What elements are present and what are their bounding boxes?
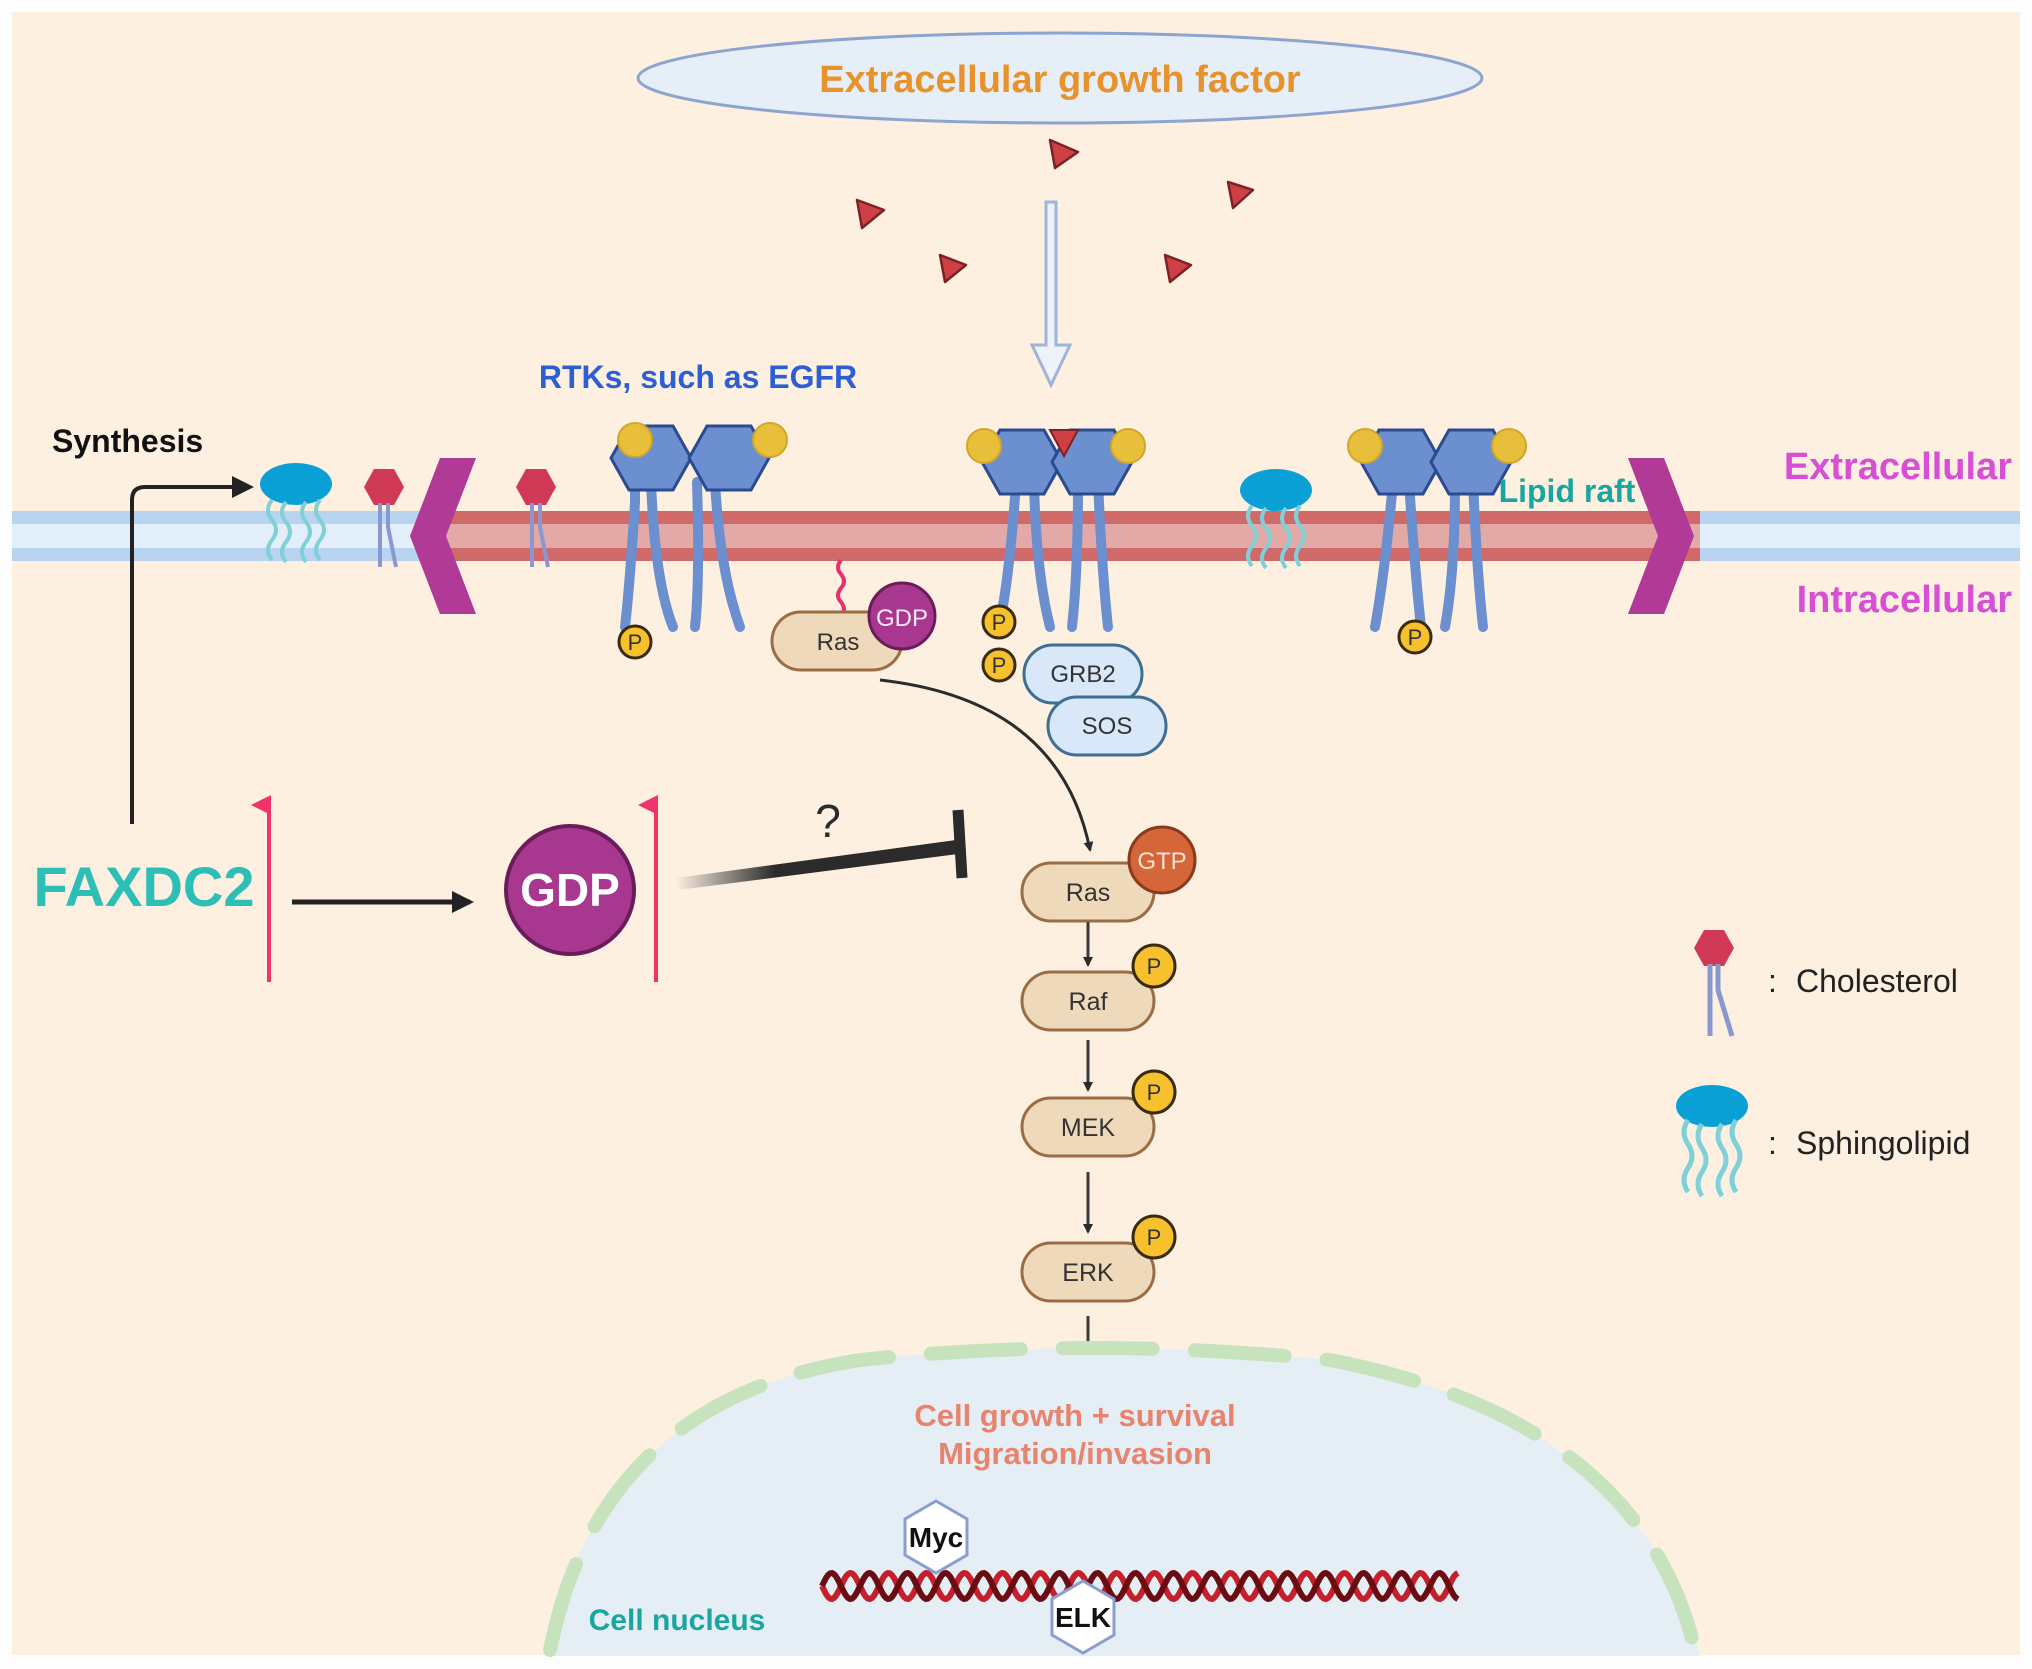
- ras-inactive-label: Ras: [817, 629, 860, 656]
- cascade-node-raf: Raf P: [1020, 943, 1177, 1032]
- dna-helix: [819, 1569, 1460, 1603]
- legend-label-cholesterol: Cholesterol: [1796, 963, 1958, 999]
- extracellular-label: Extracellular: [1784, 446, 2012, 488]
- grb2-sos-complex: GRB2 SOS: [1022, 643, 1168, 757]
- elk-label: ELK: [1055, 1602, 1111, 1633]
- gtp-badge: [1127, 825, 1197, 895]
- growth-factor-ligand: [1163, 253, 1193, 284]
- kinase-label: ERK: [1062, 1259, 1114, 1287]
- cholesterol: [516, 469, 556, 568]
- sphingolipid: [260, 463, 332, 564]
- phospho-label: P: [992, 653, 1007, 678]
- legend-label-sphingolipid: Sphingolipid: [1796, 1125, 1970, 1161]
- rtk-dimer-2: P P: [966, 428, 1146, 683]
- cholesterol-icon: [1694, 930, 1735, 1037]
- growth-factor-ligand: [855, 198, 886, 230]
- cascade-node-ras: Ras GTP: [1020, 825, 1197, 923]
- kinase-box: [1020, 1241, 1156, 1303]
- legend-separator: :: [1768, 963, 1777, 999]
- badge-label: P: [1147, 1225, 1162, 1250]
- cell-nucleus: Cell growth + survival Migration/invasio…: [543, 1341, 1702, 1657]
- gdp-circle-label: GDP: [520, 864, 620, 916]
- rtk-dimer-3: P: [1347, 428, 1527, 655]
- rtk-dimer-1: P: [609, 422, 788, 660]
- legend-item-sphingolipid: : Sphingolipid: [1676, 1085, 1970, 1198]
- phospho-badge: [1131, 1214, 1177, 1260]
- grb2-label: GRB2: [1050, 661, 1115, 688]
- tf-myc: Myc: [903, 1499, 969, 1575]
- intracellular-label: Intracellular: [1797, 579, 2013, 621]
- myc-label: Myc: [909, 1522, 963, 1553]
- growth-factor-ligands: [855, 138, 1255, 284]
- kinase-box: [1020, 1096, 1156, 1158]
- title-text: Extracellular growth factor: [819, 59, 1301, 101]
- growth-factor-ligand: [1048, 138, 1080, 170]
- outcome-line-2: Migration/invasion: [938, 1436, 1212, 1471]
- sos-label: SOS: [1082, 713, 1133, 740]
- nuclear-envelope: [543, 1341, 1702, 1657]
- cell-nucleus-label: Cell nucleus: [589, 1604, 766, 1637]
- lipid-raft-label: Lipid raft: [1499, 473, 1636, 509]
- gdp-badge: [867, 581, 937, 651]
- badge-label: P: [1147, 1080, 1162, 1105]
- synthesis-arrow: [130, 476, 254, 824]
- cascade-node-mek: MEK P: [1020, 1069, 1177, 1158]
- phospho-label: P: [992, 610, 1007, 635]
- inhibition-arrow: ?: [676, 795, 968, 890]
- kinase-label: Raf: [1069, 988, 1108, 1016]
- kinase-label: MEK: [1061, 1114, 1116, 1142]
- growth-factor-ligand: [1226, 180, 1255, 210]
- faxdc2-label: FAXDC2: [34, 855, 255, 918]
- badge-label: GTP: [1137, 848, 1186, 875]
- raft-boundary-left: [410, 458, 476, 614]
- growth-factor-ligand: [938, 253, 968, 284]
- legend: : Cholesterol : Sphingolipid: [1676, 930, 1970, 1198]
- raft-boundary-right: [1628, 458, 1694, 614]
- activation-arrow: [879, 678, 1094, 852]
- title-ellipse: [636, 31, 1484, 125]
- phospho-label: P: [1408, 625, 1423, 650]
- gdp-badge-label: GDP: [876, 605, 928, 632]
- legend-separator: :: [1768, 1125, 1777, 1161]
- legend-item-cholesterol: : Cholesterol: [1694, 930, 1958, 1037]
- gdp-circle: [504, 824, 636, 956]
- kinase-box: [1020, 970, 1156, 1032]
- sphingolipid-icon: [1676, 1085, 1748, 1198]
- question-mark: ?: [815, 795, 841, 847]
- cholesterol: [364, 469, 404, 568]
- phospho-badge: [1131, 1069, 1177, 1115]
- ras-inactive: Ras GDP: [770, 558, 937, 672]
- rtk-label: RTKs, such as EGFR: [539, 359, 857, 395]
- sphingolipid: [1240, 469, 1312, 570]
- lipid-anchor: [836, 558, 846, 618]
- synthesis-label: Synthesis: [52, 423, 203, 459]
- badge-label: P: [1147, 954, 1162, 979]
- outcome-line-1: Cell growth + survival: [914, 1398, 1235, 1433]
- phospho-label: P: [628, 630, 643, 655]
- tf-elk: ELK: [1050, 1579, 1116, 1655]
- growth-factor-title: Extracellular growth factor: [636, 31, 1484, 125]
- cascade-node-erk: ERK P: [1020, 1214, 1177, 1303]
- kinase-label: Ras: [1066, 879, 1110, 907]
- bound-ligand: [1048, 429, 1080, 459]
- sos-box: [1046, 695, 1168, 757]
- signal-arrow: [1029, 200, 1073, 389]
- phospho-badge: [1131, 943, 1177, 989]
